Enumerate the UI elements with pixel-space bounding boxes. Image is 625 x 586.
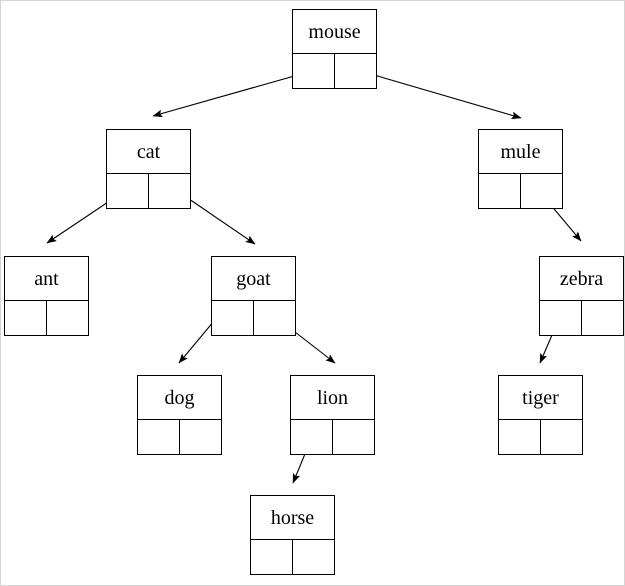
right-pointer-cell[interactable] [253, 301, 295, 335]
tree-node-label: tiger [499, 376, 582, 420]
tree-node-label: ant [5, 257, 88, 301]
tree-node-goat[interactable]: goat [211, 256, 296, 336]
left-pointer-cell[interactable] [540, 301, 582, 335]
right-pointer-cell[interactable] [520, 174, 562, 208]
left-pointer-cell[interactable] [251, 540, 293, 574]
left-pointer-cell[interactable] [291, 420, 333, 454]
right-pointer-cell[interactable] [179, 420, 221, 454]
tree-node-pointer-cells [138, 420, 221, 454]
tree-node-label: lion [291, 376, 374, 420]
tree-node-label: cat [107, 130, 190, 174]
left-pointer-cell[interactable] [107, 174, 149, 208]
right-pointer-cell[interactable] [332, 420, 374, 454]
tree-node-label: zebra [540, 257, 623, 301]
tree-node-label: mouse [293, 10, 376, 54]
tree-node-dog[interactable]: dog [137, 375, 222, 455]
tree-node-horse[interactable]: horse [250, 495, 335, 575]
tree-node-ant[interactable]: ant [4, 256, 89, 336]
tree-node-zebra[interactable]: zebra [539, 256, 624, 336]
left-pointer-cell[interactable] [212, 301, 254, 335]
right-pointer-cell[interactable] [540, 420, 582, 454]
tree-node-label: goat [212, 257, 295, 301]
pointer-arrow-mouse-left-to-cat [152, 70, 313, 118]
tree-node-lion[interactable]: lion [290, 375, 375, 455]
tree-node-pointer-cells [107, 174, 190, 208]
left-pointer-cell[interactable] [5, 301, 47, 335]
pointer-arrow-mouse-right-to-mule [356, 69, 522, 120]
left-pointer-cell[interactable] [138, 420, 180, 454]
right-pointer-cell[interactable] [581, 301, 623, 335]
tree-node-cat[interactable]: cat [106, 129, 191, 209]
right-pointer-cell[interactable] [292, 540, 334, 574]
tree-node-label: horse [251, 496, 334, 540]
tree-node-mouse[interactable]: mouse [292, 9, 377, 89]
tree-node-pointer-cells [540, 301, 623, 335]
tree-node-pointer-cells [251, 540, 334, 574]
tree-node-pointer-cells [479, 174, 562, 208]
left-pointer-cell[interactable] [479, 174, 521, 208]
tree-node-pointer-cells [293, 54, 376, 88]
tree-node-label: dog [138, 376, 221, 420]
right-pointer-cell[interactable] [148, 174, 190, 208]
tree-node-pointer-cells [291, 420, 374, 454]
tree-node-mule[interactable]: mule [478, 129, 563, 209]
right-pointer-cell[interactable] [334, 54, 376, 88]
tree-node-tiger[interactable]: tiger [498, 375, 583, 455]
tree-node-label: mule [479, 130, 562, 174]
left-pointer-cell[interactable] [499, 420, 541, 454]
right-pointer-cell[interactable] [46, 301, 88, 335]
tree-node-pointer-cells [499, 420, 582, 454]
tree-node-pointer-cells [5, 301, 88, 335]
tree-node-pointer-cells [212, 301, 295, 335]
left-pointer-cell[interactable] [293, 54, 335, 88]
